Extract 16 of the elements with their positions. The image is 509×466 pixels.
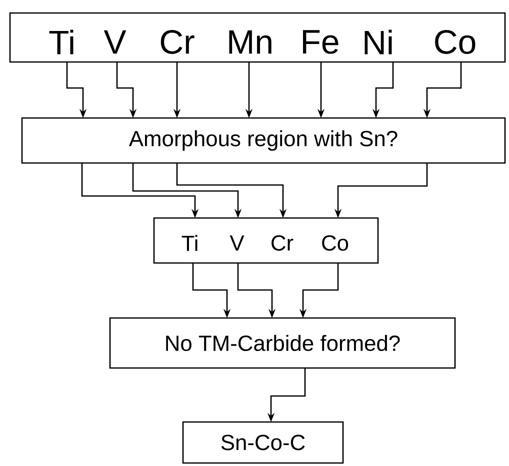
element-label: V: [230, 235, 244, 251]
group-box: [153, 217, 379, 264]
element-label: Ti: [49, 30, 74, 54]
process-box: Amorphous region with Sn?: [21, 117, 506, 164]
element-label: Cr: [160, 30, 194, 54]
element-label: Co: [322, 235, 348, 251]
process-box: No TM-Carbide formed?: [109, 317, 456, 369]
element-label: Cr: [272, 235, 294, 251]
element-label: Fe: [303, 30, 338, 54]
element-label: Co: [435, 30, 476, 54]
process-box: Sn-Co-C: [182, 421, 344, 464]
element-label: Mn: [229, 30, 272, 54]
element-label: V: [104, 30, 126, 54]
element-label: Ti: [182, 235, 198, 251]
group-box: [9, 12, 506, 63]
element-label: Ni: [364, 30, 392, 54]
